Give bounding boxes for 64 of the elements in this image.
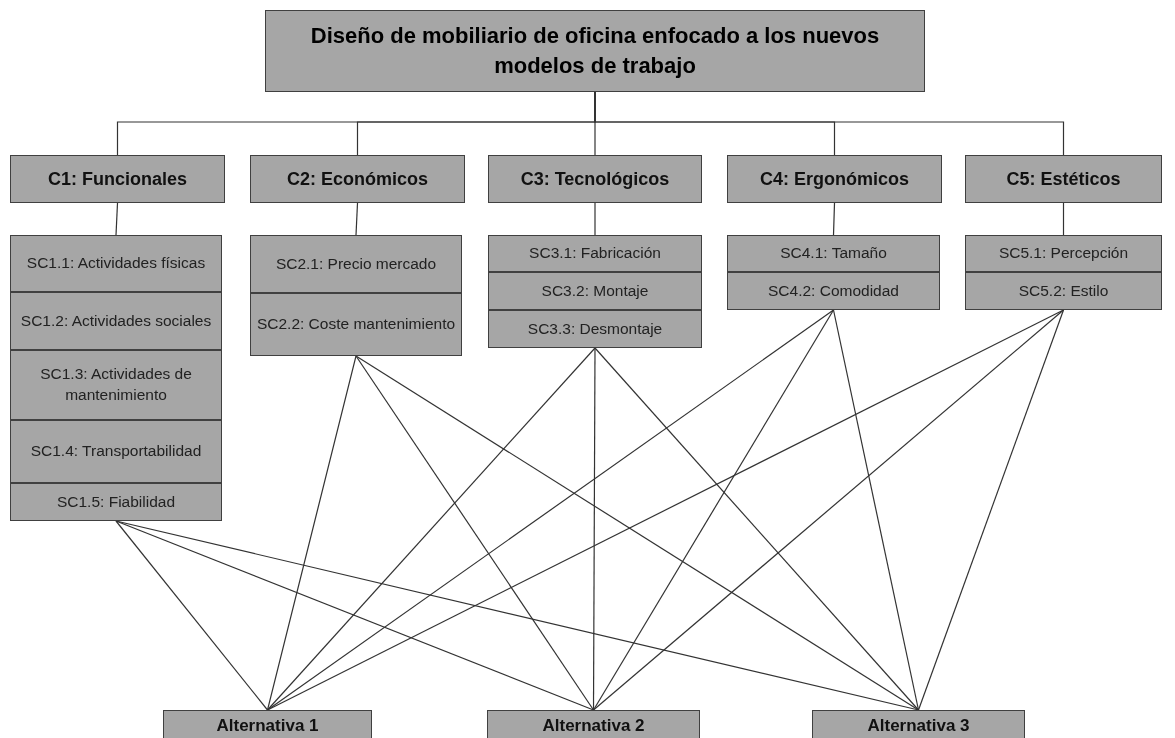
subcriterion-label: SC1.4: Transportabilidad (30, 441, 202, 462)
connector-line (592, 309, 1065, 711)
subcriterion-box (250, 235, 462, 293)
subcriterion-label: SC1.2: Actividades sociales (20, 310, 212, 331)
subcriterion-label: SC5.1: Percepción (998, 243, 1129, 264)
connector-line (592, 309, 835, 711)
connector-line (594, 347, 920, 711)
connector-line (592, 347, 596, 711)
alternative-box (487, 710, 700, 738)
connector-line (832, 202, 836, 236)
connector-line (266, 347, 596, 711)
title-text: Diseño de mobiliario de oficina enfocado a los nuevos modelos de trabajo (309, 22, 881, 80)
connector-line (1062, 202, 1065, 236)
subcriterion-label: SC4.2: Comodidad (768, 280, 899, 301)
alternative-label: Alternativa 1 (216, 716, 319, 736)
connector-line (594, 202, 596, 236)
criterion-box (250, 155, 465, 203)
subcriterion-label: SC3.1: Fabricación (529, 243, 661, 264)
subcriterion-box (488, 310, 702, 348)
alternative-label: Alternativa 3 (867, 716, 970, 736)
criterion-box (488, 155, 702, 203)
subcriterion-label: SC5.2: Estilo (1018, 280, 1109, 301)
connector-line (917, 309, 1065, 711)
alternative-box (163, 710, 372, 738)
subcriterion-box (488, 235, 702, 272)
criterion-label: C1: Funcionales (48, 168, 187, 190)
subcriterion-label: SC3.3: Desmontaje (527, 318, 663, 339)
subcriterion-label: SC1.5: Fiabilidad (56, 491, 175, 512)
subcriterion-box (10, 483, 222, 521)
connector-line (266, 355, 357, 711)
connector-line (115, 520, 595, 711)
subcriterion-label: SC1.3: Actividades de mantenimiento (39, 364, 193, 405)
criterion-label: C4: Ergonómicos (760, 168, 909, 190)
subcriterion-box (10, 292, 222, 350)
criterion-label: C5: Estéticos (1006, 168, 1121, 190)
connector-line (355, 355, 920, 711)
subcriterion-label: SC4.1: Tamaño (780, 243, 887, 264)
subcriterion-box (10, 420, 222, 483)
connector-line (355, 355, 595, 711)
subcriterion-box (250, 293, 462, 356)
subcriterion-label: SC2.2: Coste mantenimiento (256, 314, 456, 335)
title-box (265, 10, 925, 92)
subcriterion-box (965, 235, 1162, 272)
subcriterion-label: SC1.1: Actividades físicas (26, 253, 206, 274)
alternative-label: Alternativa 2 (542, 716, 645, 736)
criterion-box (10, 155, 225, 203)
connector-line (115, 202, 119, 236)
subcriterion-box (965, 272, 1162, 310)
criterion-box (727, 155, 942, 203)
subcriterion-label: SC3.2: Montaje (541, 280, 649, 301)
subcriterion-box (727, 272, 940, 310)
subcriterion-box (10, 235, 222, 292)
connector-line (355, 202, 359, 236)
criterion-label: C2: Económicos (287, 168, 428, 190)
connector-line (115, 520, 269, 711)
connector-line (266, 309, 835, 711)
connector-line (832, 309, 920, 711)
subcriterion-box (10, 350, 222, 420)
subcriterion-box (727, 235, 940, 272)
criterion-box (965, 155, 1162, 203)
criterion-label: C3: Tecnológicos (520, 168, 670, 190)
alternative-box (812, 710, 1025, 738)
subcriterion-box (488, 272, 702, 310)
subcriterion-label: SC2.1: Precio mercado (275, 253, 437, 274)
